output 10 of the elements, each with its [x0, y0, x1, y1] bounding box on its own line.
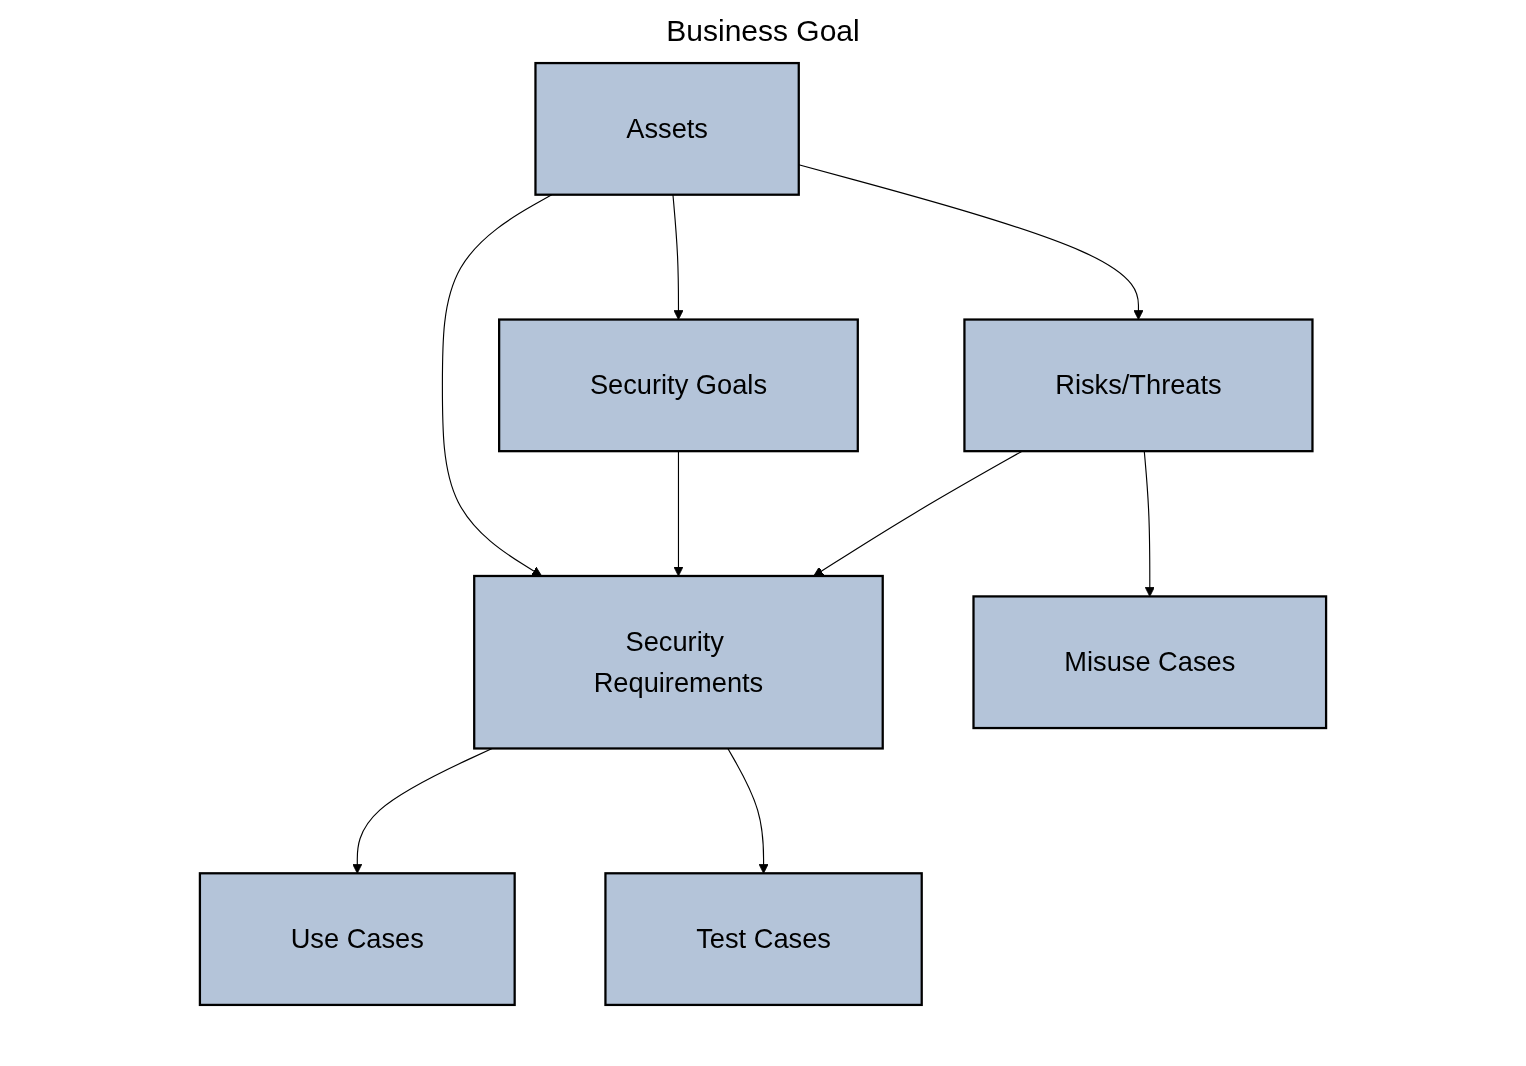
- node-box: Security Goals: [498, 318, 859, 453]
- node-box: Test Cases: [604, 872, 923, 1007]
- arrow: [672, 194, 684, 320]
- diagram-title: Business Goal: [665, 14, 861, 48]
- node-box: Risks/Threats: [963, 318, 1314, 453]
- node-box: Misuse Cases: [972, 595, 1328, 730]
- arrow: [798, 164, 1144, 320]
- node-box: Security Requirements: [473, 574, 884, 750]
- node-box: Assets: [534, 61, 800, 196]
- node-box: Use Cases: [198, 872, 516, 1007]
